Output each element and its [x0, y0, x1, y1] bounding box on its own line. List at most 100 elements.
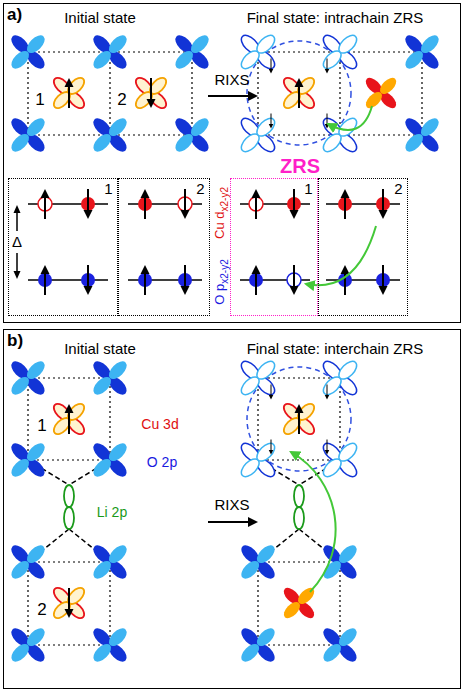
lattice-line [258, 378, 340, 645]
rixs-arrowhead [248, 517, 258, 527]
o-orbital-hole [320, 115, 360, 155]
spin-up [65, 78, 74, 108]
node-label-holder: 2 [394, 180, 402, 198]
node-label-holder: 2 [196, 180, 204, 198]
rixs-arrow [208, 95, 249, 97]
o-orbital [320, 625, 360, 665]
cu-orbital [281, 75, 317, 111]
node-label-holder: a) [7, 5, 22, 25]
o-orbital [90, 625, 130, 665]
o-orbital-hole [238, 440, 278, 480]
spin-down-small [325, 114, 330, 129]
gap-label: Δ [12, 233, 22, 250]
orbital-label: Li 2p [97, 504, 127, 520]
orbital-subscript: x2-y2 [219, 187, 231, 211]
site-number: 2 [117, 90, 126, 110]
site-number: 2 [394, 180, 402, 197]
o-orbital [90, 115, 130, 155]
label-holder: 2 [117, 90, 126, 110]
o-orbital-hole [238, 32, 278, 72]
panel-box: a) 1 2 1 2 [3, 3, 461, 323]
site-number: 1 [304, 180, 312, 197]
spin-up [341, 189, 350, 219]
li-orbital [294, 485, 304, 529]
lattice-line [258, 52, 422, 135]
o-orbital-hole [320, 358, 360, 398]
node-label-holder: 1 [304, 180, 312, 198]
label-holder: 2 [37, 600, 46, 620]
label-holder: Cu 3d [141, 415, 178, 433]
panel-letter: b) [7, 331, 23, 351]
o-orbital [8, 115, 48, 155]
o-orbital [8, 625, 48, 665]
label-holder: RIXS [214, 496, 249, 514]
o-orbital [402, 115, 442, 155]
spin-down-small [325, 59, 330, 74]
process-label: RIXS [214, 71, 249, 88]
spin-up [65, 404, 74, 434]
cu-orbital [51, 401, 87, 437]
o-orbital [172, 32, 212, 72]
vertical-orbital-label: Cu dx2-y2 [210, 187, 231, 239]
spin-down-small [269, 440, 274, 455]
spin-down [290, 189, 299, 219]
cu-orbital [133, 75, 169, 111]
cu-orbital [51, 75, 87, 111]
spin-down [84, 189, 93, 219]
charge-transfer-arrow [328, 106, 372, 130]
label-holder: Final state: interchain ZRS [247, 340, 424, 358]
panel-letter: a) [7, 5, 22, 25]
o-orbital [238, 625, 278, 665]
spin-up [41, 265, 50, 295]
label-holder: O 2p [147, 453, 177, 471]
o-orbital [402, 32, 442, 72]
site-number: 2 [196, 180, 204, 197]
rixs-arrow [208, 521, 249, 523]
li-orbital [64, 485, 74, 529]
label-holder: Initial state [64, 340, 136, 358]
lattice-line [28, 52, 192, 135]
spin-up [41, 189, 50, 219]
site-number: 2 [37, 600, 46, 620]
spin-up [295, 404, 304, 434]
zrs-label: ZRS [280, 155, 320, 178]
state-title: Initial state [64, 9, 136, 26]
o-orbital-hole [320, 440, 360, 480]
orbital-label: O 2p [147, 454, 177, 470]
state-title: Final state: intrachain ZRS [247, 9, 424, 26]
site-number: 1 [104, 180, 112, 197]
cu-orbital-filled [363, 75, 399, 111]
o-orbital [172, 115, 212, 155]
o-orbital [8, 358, 48, 398]
o-orbital-hole [238, 358, 278, 398]
state-title: Final state: interchain ZRS [247, 340, 424, 357]
o-orbital [90, 542, 130, 582]
o-orbital [8, 32, 48, 72]
label-holder: 1 [35, 90, 44, 110]
spin-down-small [269, 385, 274, 400]
spin-down [147, 78, 156, 108]
spin-down [65, 588, 74, 618]
vertical-orbital-label: O px2-y2 [210, 259, 231, 304]
cu-orbital [51, 585, 87, 621]
level-box: 2 [118, 178, 210, 316]
spin-down [379, 265, 388, 295]
label-holder: Δ [12, 233, 22, 251]
orbital-label: Cu d [213, 211, 228, 238]
label-holder: 1 [37, 416, 46, 436]
o-orbital [320, 542, 360, 582]
o-orbital [8, 440, 48, 480]
label-holder: Initial state [64, 9, 136, 27]
spin-up [141, 189, 150, 219]
node-label-holder: 1 [104, 180, 112, 198]
label-holder: Final state: intrachain ZRS [247, 9, 424, 27]
spin-up [252, 265, 261, 295]
charge-transfer-arrow [291, 452, 336, 592]
spin-down-small [269, 59, 274, 74]
spin-down-small [269, 114, 274, 129]
spin-down [181, 189, 190, 219]
state-title: Initial state [64, 340, 136, 357]
spin-down [181, 265, 190, 295]
orbital-label: Cu 3d [141, 416, 178, 432]
